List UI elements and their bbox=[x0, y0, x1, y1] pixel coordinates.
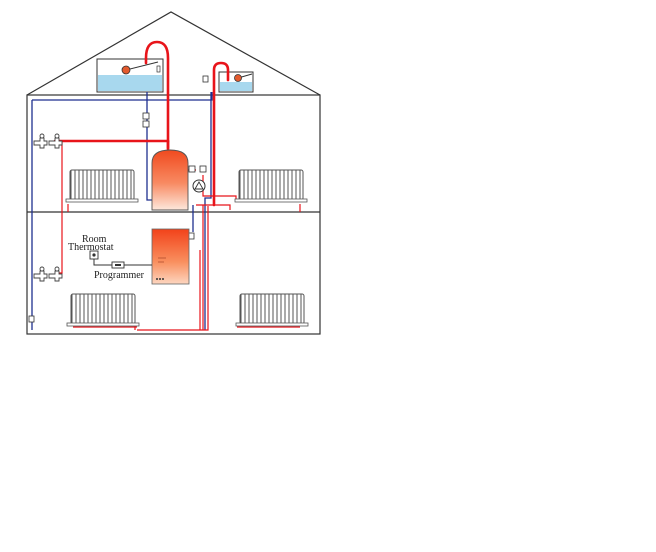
hot-water-cylinder bbox=[151, 149, 189, 211]
pump-icon bbox=[192, 179, 206, 193]
tap-icon bbox=[48, 133, 63, 149]
boiler bbox=[151, 228, 190, 285]
ball-float-icon bbox=[234, 74, 242, 82]
room-thermostat-label-line1: Room bbox=[82, 234, 107, 245]
room-thermostat-label-line2: Thermostat bbox=[68, 242, 114, 253]
ball-float-icon bbox=[121, 65, 131, 75]
radiator-icon bbox=[235, 293, 309, 327]
tap-icon bbox=[33, 266, 48, 282]
radiator-icon bbox=[234, 169, 308, 203]
cold-water-storage-tank bbox=[96, 58, 164, 93]
valve-icon bbox=[28, 75, 209, 323]
tap-icon bbox=[48, 266, 63, 282]
roof bbox=[26, 11, 321, 96]
radiator-icon bbox=[65, 169, 139, 203]
tap-icon bbox=[33, 133, 48, 149]
hot-pipes bbox=[53, 40, 230, 207]
cold-pipes bbox=[31, 92, 213, 330]
room-thermostat bbox=[89, 250, 99, 260]
vent-pipe-main bbox=[144, 40, 170, 150]
house-walls bbox=[26, 94, 321, 335]
feed-and-expansion-tank bbox=[218, 71, 254, 93]
programmer bbox=[111, 261, 125, 269]
radiator-icon bbox=[66, 293, 140, 327]
vent-pipe-heating bbox=[212, 61, 230, 207]
house-outline bbox=[26, 11, 321, 335]
programmer-label: Programmer bbox=[94, 270, 145, 281]
control-wiring bbox=[93, 258, 152, 266]
